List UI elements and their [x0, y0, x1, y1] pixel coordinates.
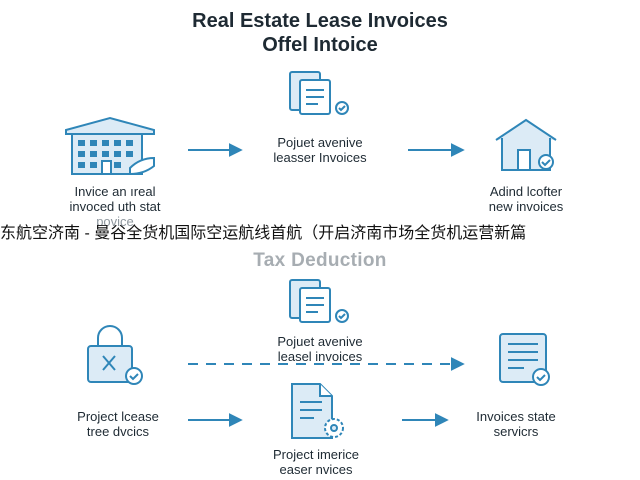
bottom-left-label-line1: Project lcease	[77, 409, 159, 424]
middle-center-label: Pojuet avenive leasel invoices	[250, 334, 390, 364]
document-check-icon-2	[289, 279, 349, 323]
top-left-label-line3: povice	[96, 214, 134, 229]
section-title: Tax Deduction	[253, 250, 387, 271]
document-gear-icon	[291, 383, 344, 439]
bottom-center-label-line2: easer nvices	[279, 462, 353, 477]
building-icon	[65, 116, 155, 176]
middle-center-label-line2: leasel invoices	[277, 349, 363, 364]
top-center-label-line1: Pojuet avenive	[277, 135, 363, 150]
top-left-label: Invice an ıreal invoced uth stat povice	[40, 184, 190, 229]
top-right-label: Adind lcofter new invoices	[456, 184, 596, 214]
bottom-center-label: Project imerice easer nvices	[246, 447, 386, 477]
top-right-label-line1: Adind lcofter	[489, 184, 563, 199]
top-left-label-line2: invoced uth stat	[69, 199, 161, 214]
overlay-banner-text: 东航空济南 - 曼谷全货机国际空运航线首航（开启济南市场全货机运营新篇	[0, 225, 527, 242]
bottom-left-label-line2: tree dvcics	[86, 424, 150, 439]
top-left-label-line1: Invice an ıreal	[74, 184, 156, 199]
lock-check-icon	[87, 325, 143, 385]
top-right-label-line2: new invoices	[488, 199, 564, 214]
bottom-right-label-line2: servicrs	[493, 424, 539, 439]
middle-center-label-line1: Pojuet avenive	[277, 334, 363, 349]
bottom-center-label-line1: Project imerice	[273, 447, 359, 462]
bottom-left-label: Project lcease tree dvcics	[48, 409, 188, 439]
bottom-right-label: Invoices state servicrs	[446, 409, 586, 439]
page-subtitle: Offel Intoice	[262, 34, 378, 56]
top-center-label: Pojuet avenive leasser Invoices	[250, 135, 390, 165]
page-title: Real Estate Lease Invoices	[192, 10, 448, 32]
clipboard-check-icon	[499, 333, 550, 386]
house-check-icon	[495, 118, 557, 171]
bottom-right-label-line1: Invoices state	[476, 409, 556, 424]
document-check-icon	[289, 71, 349, 115]
top-center-label-line2: leasser Invoices	[273, 150, 367, 165]
